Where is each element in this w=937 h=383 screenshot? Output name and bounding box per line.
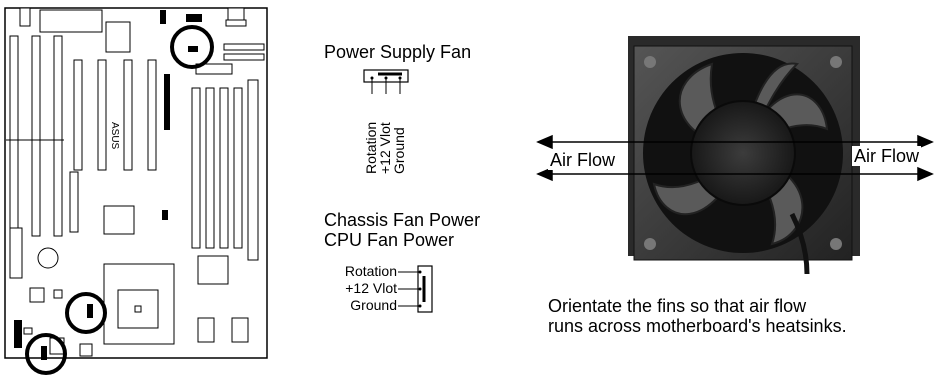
air-flow-arrows [536, 134, 934, 182]
motherboard-diagram: ASUS [4, 7, 268, 375]
air-flow-left-label: Air Flow [548, 150, 618, 170]
svg-text:ASUS: ASUS [109, 122, 120, 150]
chassis-fan-connector-icon [398, 265, 433, 313]
chassis-pin-ground: Ground [350, 297, 397, 313]
cpu-fan-photo [628, 36, 860, 275]
chassis-pin-12v: +12 Vlot [345, 280, 397, 296]
air-flow-right-label: Air Flow [852, 146, 922, 166]
chassis-fan-connector-marker [25, 333, 67, 375]
power-supply-fan-title: Power Supply Fan [324, 42, 472, 62]
instruction-line-1: Orientate the fins so that air flow [548, 296, 807, 316]
power-supply-fan-connector-icon [363, 69, 409, 94]
cpu-fan-connector-marker [65, 292, 107, 334]
chassis-fan-title: Chassis Fan Power [324, 210, 481, 230]
chassis-pin-rotation: Rotation [344, 263, 397, 279]
instruction-line-2: runs across motherboard's heatsinks. [548, 316, 847, 336]
power-supply-fan-connector-marker [170, 25, 214, 69]
cpu-fan-title: CPU Fan Power [324, 230, 455, 250]
